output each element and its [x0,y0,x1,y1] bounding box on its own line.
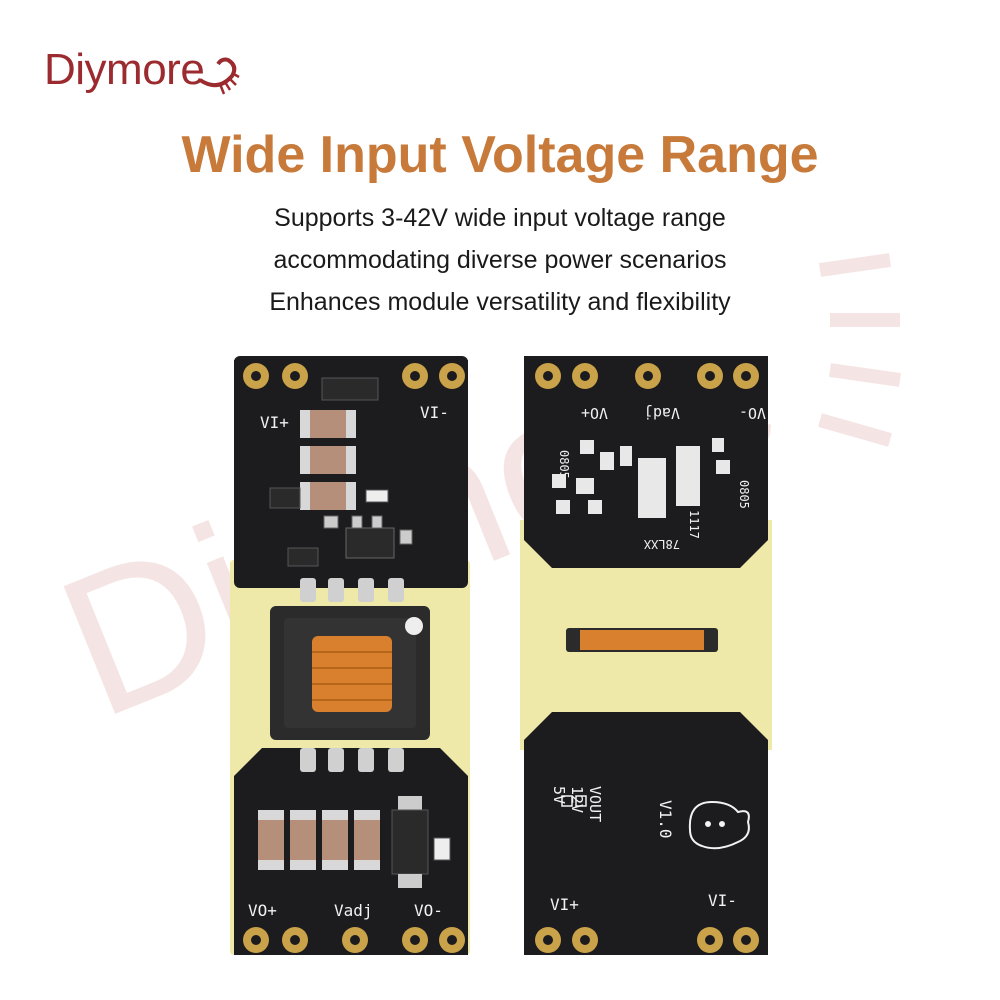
back-label-vo-minus: VO- [739,404,766,422]
transformer [270,606,430,740]
back-label-vi-plus: VI+ [550,895,579,914]
front-top-pads [243,363,465,389]
front-capacitors-top [300,410,356,510]
back-label-vo-plus: VO+ [581,404,608,422]
description-line-2: accommodating diverse power scenarios [273,246,727,274]
back-smd-pads [552,438,730,518]
back-bottom-pads [535,927,759,953]
front-diode [391,796,451,888]
description-line-3: Enhances module versatility and flexibil… [269,288,731,316]
back-label-5v: 5V [550,786,568,804]
back-label-0805-left: 0805 [557,450,571,479]
headline: Wide Input Voltage Range [181,126,819,184]
back-label-vi-minus: VI- [708,891,737,910]
brand-logo: Diymore [44,40,240,100]
description-line-1: Supports 3-42V wide input voltage range [274,204,726,232]
mascot-icon [688,800,750,850]
front-label-vo-plus: VO+ [248,901,277,920]
back-top-pads [535,363,759,389]
front-smd-top [321,377,379,401]
back-label-12v: 12V [568,786,586,813]
back-label-0805-right: 0805 [737,480,751,509]
front-bottom-pads [243,927,465,953]
back-board: VO+ Vadj VO- 0805 0805 78LXX 1117 VOUT 1… [520,356,772,955]
front-capacitors-bottom [258,810,380,870]
front-label-vi-plus: VI+ [260,413,289,432]
front-board: VI+ VI- [230,356,470,955]
back-label-vout: VOUT [586,786,604,822]
back-label-version: V1.0 [656,800,675,839]
brand-swoosh-icon [199,57,240,95]
brand-name: Diymore [44,45,205,94]
back-label-1117: 1117 [687,510,701,539]
front-label-vo-minus: VO- [414,901,443,920]
back-label-vadj: Vadj [644,404,680,422]
front-ic [323,515,413,559]
back-label-78lxx: 78LXX [643,537,680,551]
front-label-vi-minus: VI- [420,403,449,422]
front-label-vadj: Vadj [334,901,373,920]
back-bottom-pcb [524,712,768,955]
